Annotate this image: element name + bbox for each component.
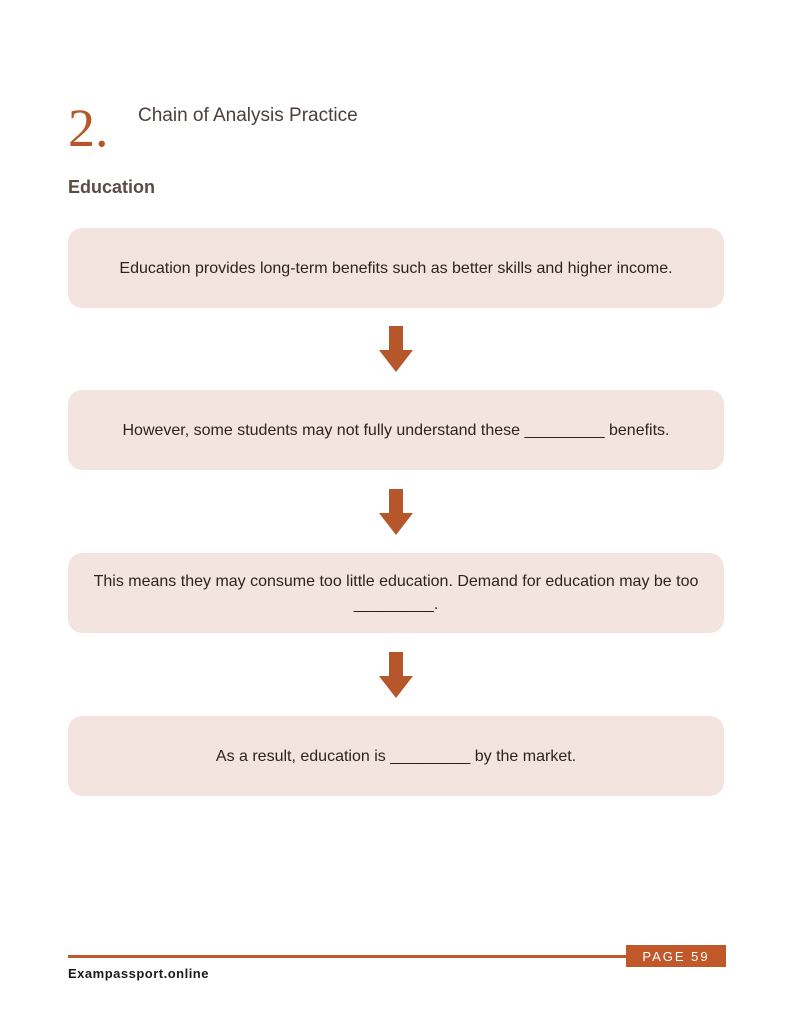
footer-divider [68,955,628,958]
footer-site-name: Exampassport.online [68,966,209,981]
down-arrow-icon [379,326,413,372]
chain-step-4: As a result, education is _________ by t… [68,716,724,796]
chain-step-text: This means they may consume too little e… [93,573,699,613]
down-arrow-icon [379,652,413,698]
section-title: Chain of Analysis Practice [138,105,358,126]
chain-step-text: Education provides long-term benefits su… [119,259,673,277]
down-arrow-icon [379,489,413,535]
chain-step-text: As a result, education is _________ by t… [215,747,577,765]
chain-step-text: However, some students may not fully und… [122,421,670,439]
chain-step-2: However, some students may not fully und… [68,390,724,470]
chain-step-1: Education provides long-term benefits su… [68,228,724,308]
chain-step-3: This means they may consume too little e… [68,553,724,633]
page-number-badge: PAGE 59 [626,945,726,967]
section-number: 2. [68,98,109,158]
subject-heading: Education [68,177,156,197]
